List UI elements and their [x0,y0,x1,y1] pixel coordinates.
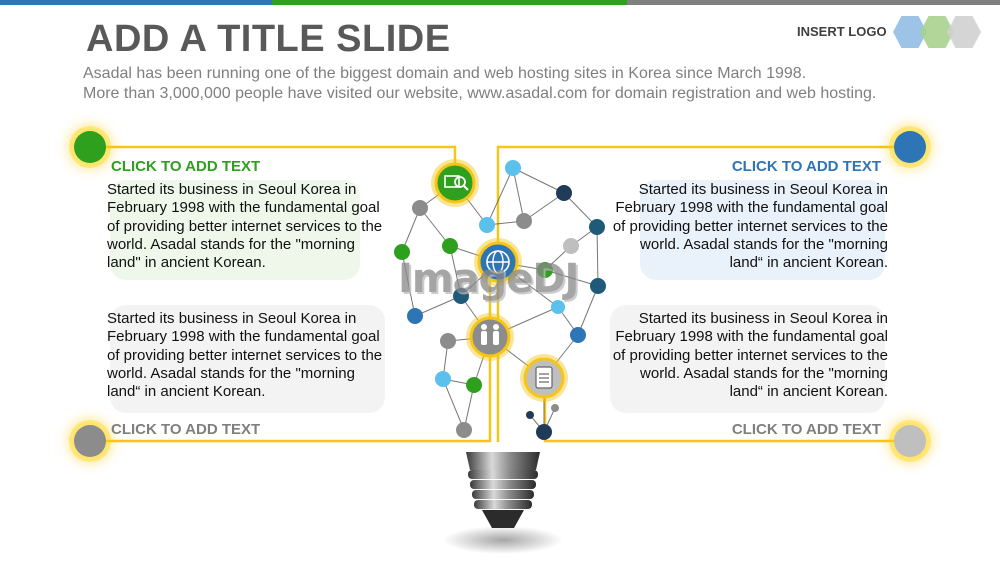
bottom-right-heading[interactable]: CLICK TO ADD TEXT [731,421,881,438]
watermark-imagedj: ImageDJ [398,256,579,302]
bottom-right-body[interactable]: Started its business in Seoul Korea in F… [612,310,888,401]
top-right-body[interactable]: Started its business in Seoul Korea in F… [612,181,888,272]
panel-bottom-left [110,305,385,413]
people-icon [466,313,514,361]
logo-hex-gray [947,16,981,48]
top-right-blue-dot [894,131,926,163]
globe-icon [474,238,522,286]
bottom-left-gray-dot [74,425,106,457]
subtitle-line-2: More than 3,000,000 people have visited … [83,85,877,102]
panel-top-left [110,180,360,280]
top-bar-blue [0,0,272,5]
bulb-base [443,452,563,554]
top-right-heading[interactable]: CLICK TO ADD TEXT [731,158,881,175]
slide-subtitle[interactable]: Asadal has been running one of the bigge… [83,64,876,104]
top-left-body[interactable]: Started its business in Seoul Korea in F… [107,181,383,272]
search-icon [431,159,479,207]
subtitle-line-1: Asadal has been running one of the bigge… [83,65,807,82]
connector-bottom-right [543,395,910,443]
bottom-left-heading[interactable]: CLICK TO ADD TEXT [111,421,261,438]
top-bar-gray [627,0,1000,5]
top-left-green-dot [74,131,106,163]
clipboard-icon [520,354,568,402]
panel-bottom-right [610,305,885,413]
insert-logo-label[interactable]: INSERT LOGO [797,24,887,39]
bottom-right-gray-dot [894,425,926,457]
panel-top-right [640,180,885,280]
top-bar-green [272,0,627,5]
slide-title[interactable]: ADD A TITLE SLIDE [86,18,451,60]
connector-top-left [90,145,457,165]
bottom-left-body[interactable]: Started its business in Seoul Korea in F… [107,310,383,401]
top-left-heading[interactable]: CLICK TO ADD TEXT [111,158,261,175]
